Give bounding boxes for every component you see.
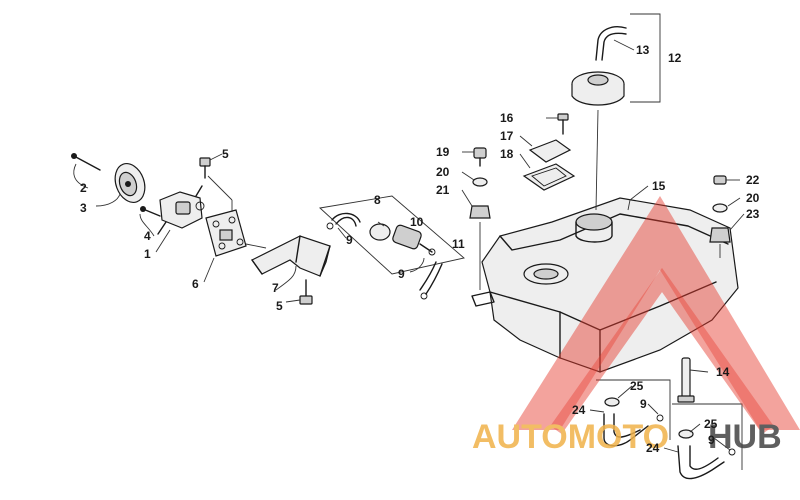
callout-11: 11 xyxy=(452,237,465,251)
fuel-line-assembly xyxy=(319,195,465,300)
callout-22: 22 xyxy=(746,173,760,187)
callout-1: 1 xyxy=(144,247,151,261)
callout-21: 21 xyxy=(436,183,450,197)
callout-9-lower: 9 xyxy=(398,267,405,281)
fuel-cap-assembly xyxy=(571,13,661,211)
callout-15: 15 xyxy=(652,179,666,193)
screw-part-4 xyxy=(140,206,161,217)
washer-part-20-left xyxy=(472,177,488,187)
watermark-logo-triangle xyxy=(512,196,800,435)
callout-9-left-hose: 9 xyxy=(640,397,647,411)
vent-hose-part-13 xyxy=(595,26,627,61)
callout-6: 6 xyxy=(192,277,199,291)
mounting-plate-part-6 xyxy=(205,175,247,257)
fuel-filter-part-11 xyxy=(392,224,436,256)
drain-hose-right xyxy=(672,403,743,480)
fuel-valve-part-1 xyxy=(157,185,205,235)
drain-hose-left xyxy=(596,379,671,447)
callout-18: 18 xyxy=(500,147,514,161)
bolt-part-14 xyxy=(677,357,695,403)
left-mount-hardware xyxy=(469,147,491,290)
watermark-text-automoto: AUTOMOTO xyxy=(472,418,669,456)
callout-9-upper: 9 xyxy=(346,233,353,247)
clamp-part-25-right xyxy=(678,429,694,439)
callout-9-right-hose: 9 xyxy=(708,433,715,447)
fuel-valve-assembly xyxy=(71,153,331,305)
valve-cover-part-3 xyxy=(114,163,146,203)
washer-part-20-right xyxy=(712,203,728,213)
callout-24-right: 24 xyxy=(646,441,660,455)
callout-19: 19 xyxy=(436,145,450,159)
plate-part-17 xyxy=(528,139,572,163)
callout-3: 3 xyxy=(80,201,87,215)
bolt-part-5-bottom xyxy=(299,279,313,305)
callout-25-right: 25 xyxy=(704,417,718,431)
callout-17: 17 xyxy=(500,129,514,143)
clamp-part-25-left xyxy=(604,397,620,407)
callout-13: 13 xyxy=(636,43,650,57)
callout-20-right: 20 xyxy=(746,191,760,205)
hose-part-9-upper xyxy=(326,212,361,230)
plate-and-gasket xyxy=(522,113,576,191)
bracket-part-7 xyxy=(251,235,331,277)
callout-24-left: 24 xyxy=(572,403,586,417)
callout-10: 10 xyxy=(410,215,424,229)
watermark-text-hub: HUB xyxy=(708,418,782,456)
callout-7: 7 xyxy=(272,281,279,295)
callout-12: 12 xyxy=(668,51,682,65)
fuel-tank-part-15 xyxy=(471,197,739,373)
callout-16: 16 xyxy=(500,111,514,125)
callout-23: 23 xyxy=(746,207,760,221)
nut-part-22 xyxy=(713,175,727,185)
callout-8: 8 xyxy=(374,193,381,207)
callout-14: 14 xyxy=(716,365,730,379)
callout-5-bottom: 5 xyxy=(276,299,283,313)
fitting-part-10 xyxy=(369,223,391,241)
callout-20-left: 20 xyxy=(436,165,450,179)
callout-25-left: 25 xyxy=(630,379,644,393)
gasket-part-18 xyxy=(522,163,576,191)
callout-4: 4 xyxy=(144,229,151,243)
bolt-part-19 xyxy=(473,147,487,159)
callout-2: 2 xyxy=(80,181,87,195)
hose-part-9-lower xyxy=(419,261,443,300)
right-mount-hardware xyxy=(709,175,731,258)
grommet-part-21 xyxy=(469,205,491,219)
fuel-cap-part-12 xyxy=(571,71,625,106)
grommet-part-23 xyxy=(709,227,731,243)
leader-lines xyxy=(73,39,745,453)
bolt-part-5-top xyxy=(199,157,211,179)
callout-5-top: 5 xyxy=(222,147,229,161)
screw-part-2 xyxy=(71,153,101,171)
screw-part-16 xyxy=(557,113,569,135)
watermark: AUTOMOTO HUB xyxy=(472,196,800,456)
callout-labels: 2 3 4 1 5 6 7 5 8 9 10 11 9 19 20 21 16 … xyxy=(80,43,760,455)
